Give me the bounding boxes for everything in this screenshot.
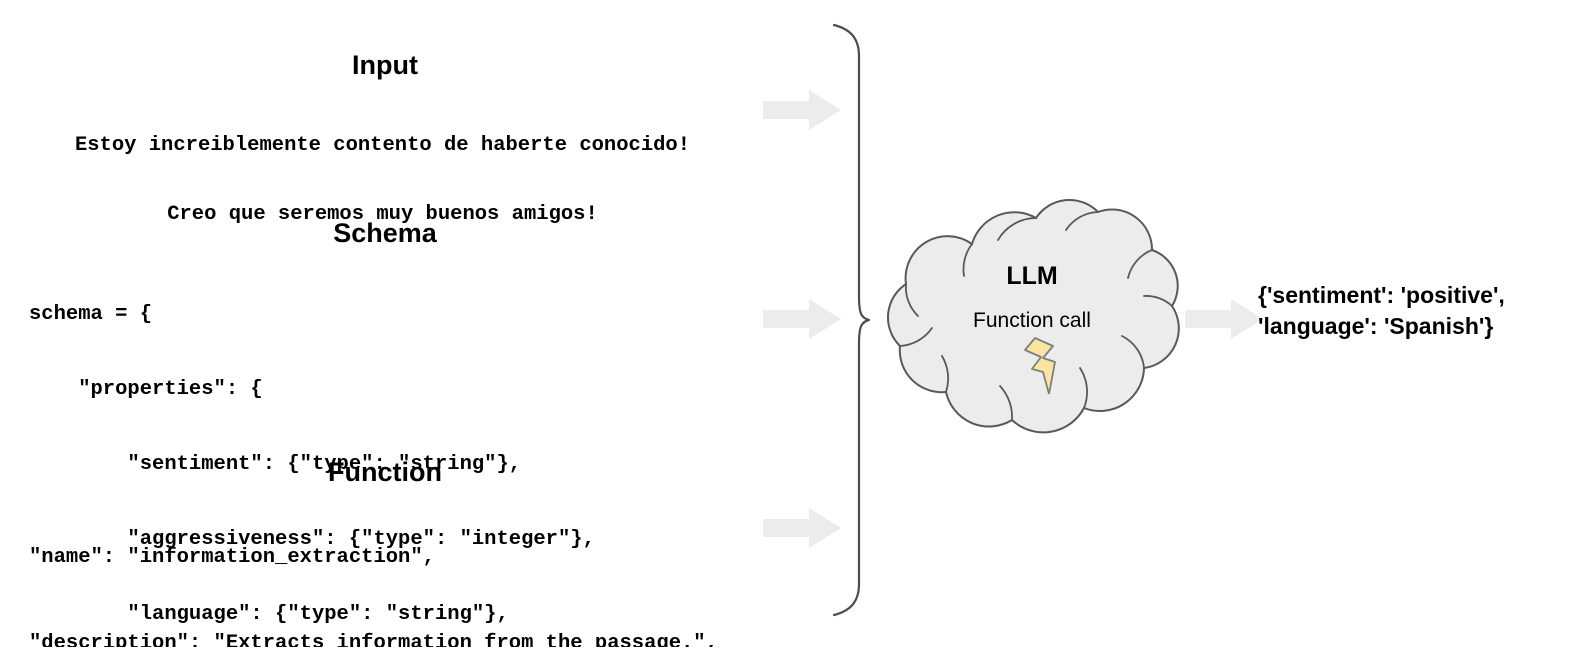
input-line-1: Estoy increiblemente contento de haberte…: [74, 134, 691, 157]
input-arrow-icon: [763, 90, 841, 130]
function-code-block: "name": "information_extraction", "descr…: [29, 492, 718, 647]
schema-line-3: "sentiment": {"type": "string"},: [29, 453, 522, 476]
llm-title: LLM: [1006, 262, 1058, 290]
output-line-1: {'sentiment': 'positive',: [1258, 282, 1505, 308]
input-heading: Input: [352, 50, 418, 80]
function-line-2: "description": "Extracts information fro…: [29, 632, 718, 647]
function-call-label: Function call: [973, 309, 1091, 332]
output-line-2: 'language': 'Spanish'}: [1258, 313, 1494, 339]
schema-line-1: schema = {: [29, 303, 153, 326]
input-text-block: Estoy increiblemente contento de haberte…: [29, 88, 736, 272]
llm-cloud: LLM Function call: [876, 196, 1188, 442]
output-arrow-icon: [1185, 299, 1263, 339]
schema-arrow-icon: [763, 299, 841, 339]
lightning-bolt-icon: [1019, 336, 1065, 394]
schema-code-block: schema = { "properties": { "sentiment": …: [29, 254, 595, 647]
input-line-2: Creo que seremos muy buenos amigos!: [167, 203, 598, 226]
output-result: {'sentiment': 'positive', 'language': 'S…: [1258, 280, 1568, 342]
schema-line-5: "language": {"type": "string"},: [29, 603, 509, 626]
schema-heading: Schema: [333, 218, 437, 248]
function-line-1: "name": "information_extraction",: [29, 546, 435, 569]
schema-line-2: "properties": {: [29, 378, 263, 401]
grouping-brace: [828, 22, 870, 618]
function-heading: Function: [328, 457, 442, 487]
schema-line-4: "aggressiveness": {"type": "integer"},: [29, 528, 595, 551]
function-arrow-icon: [763, 508, 841, 548]
